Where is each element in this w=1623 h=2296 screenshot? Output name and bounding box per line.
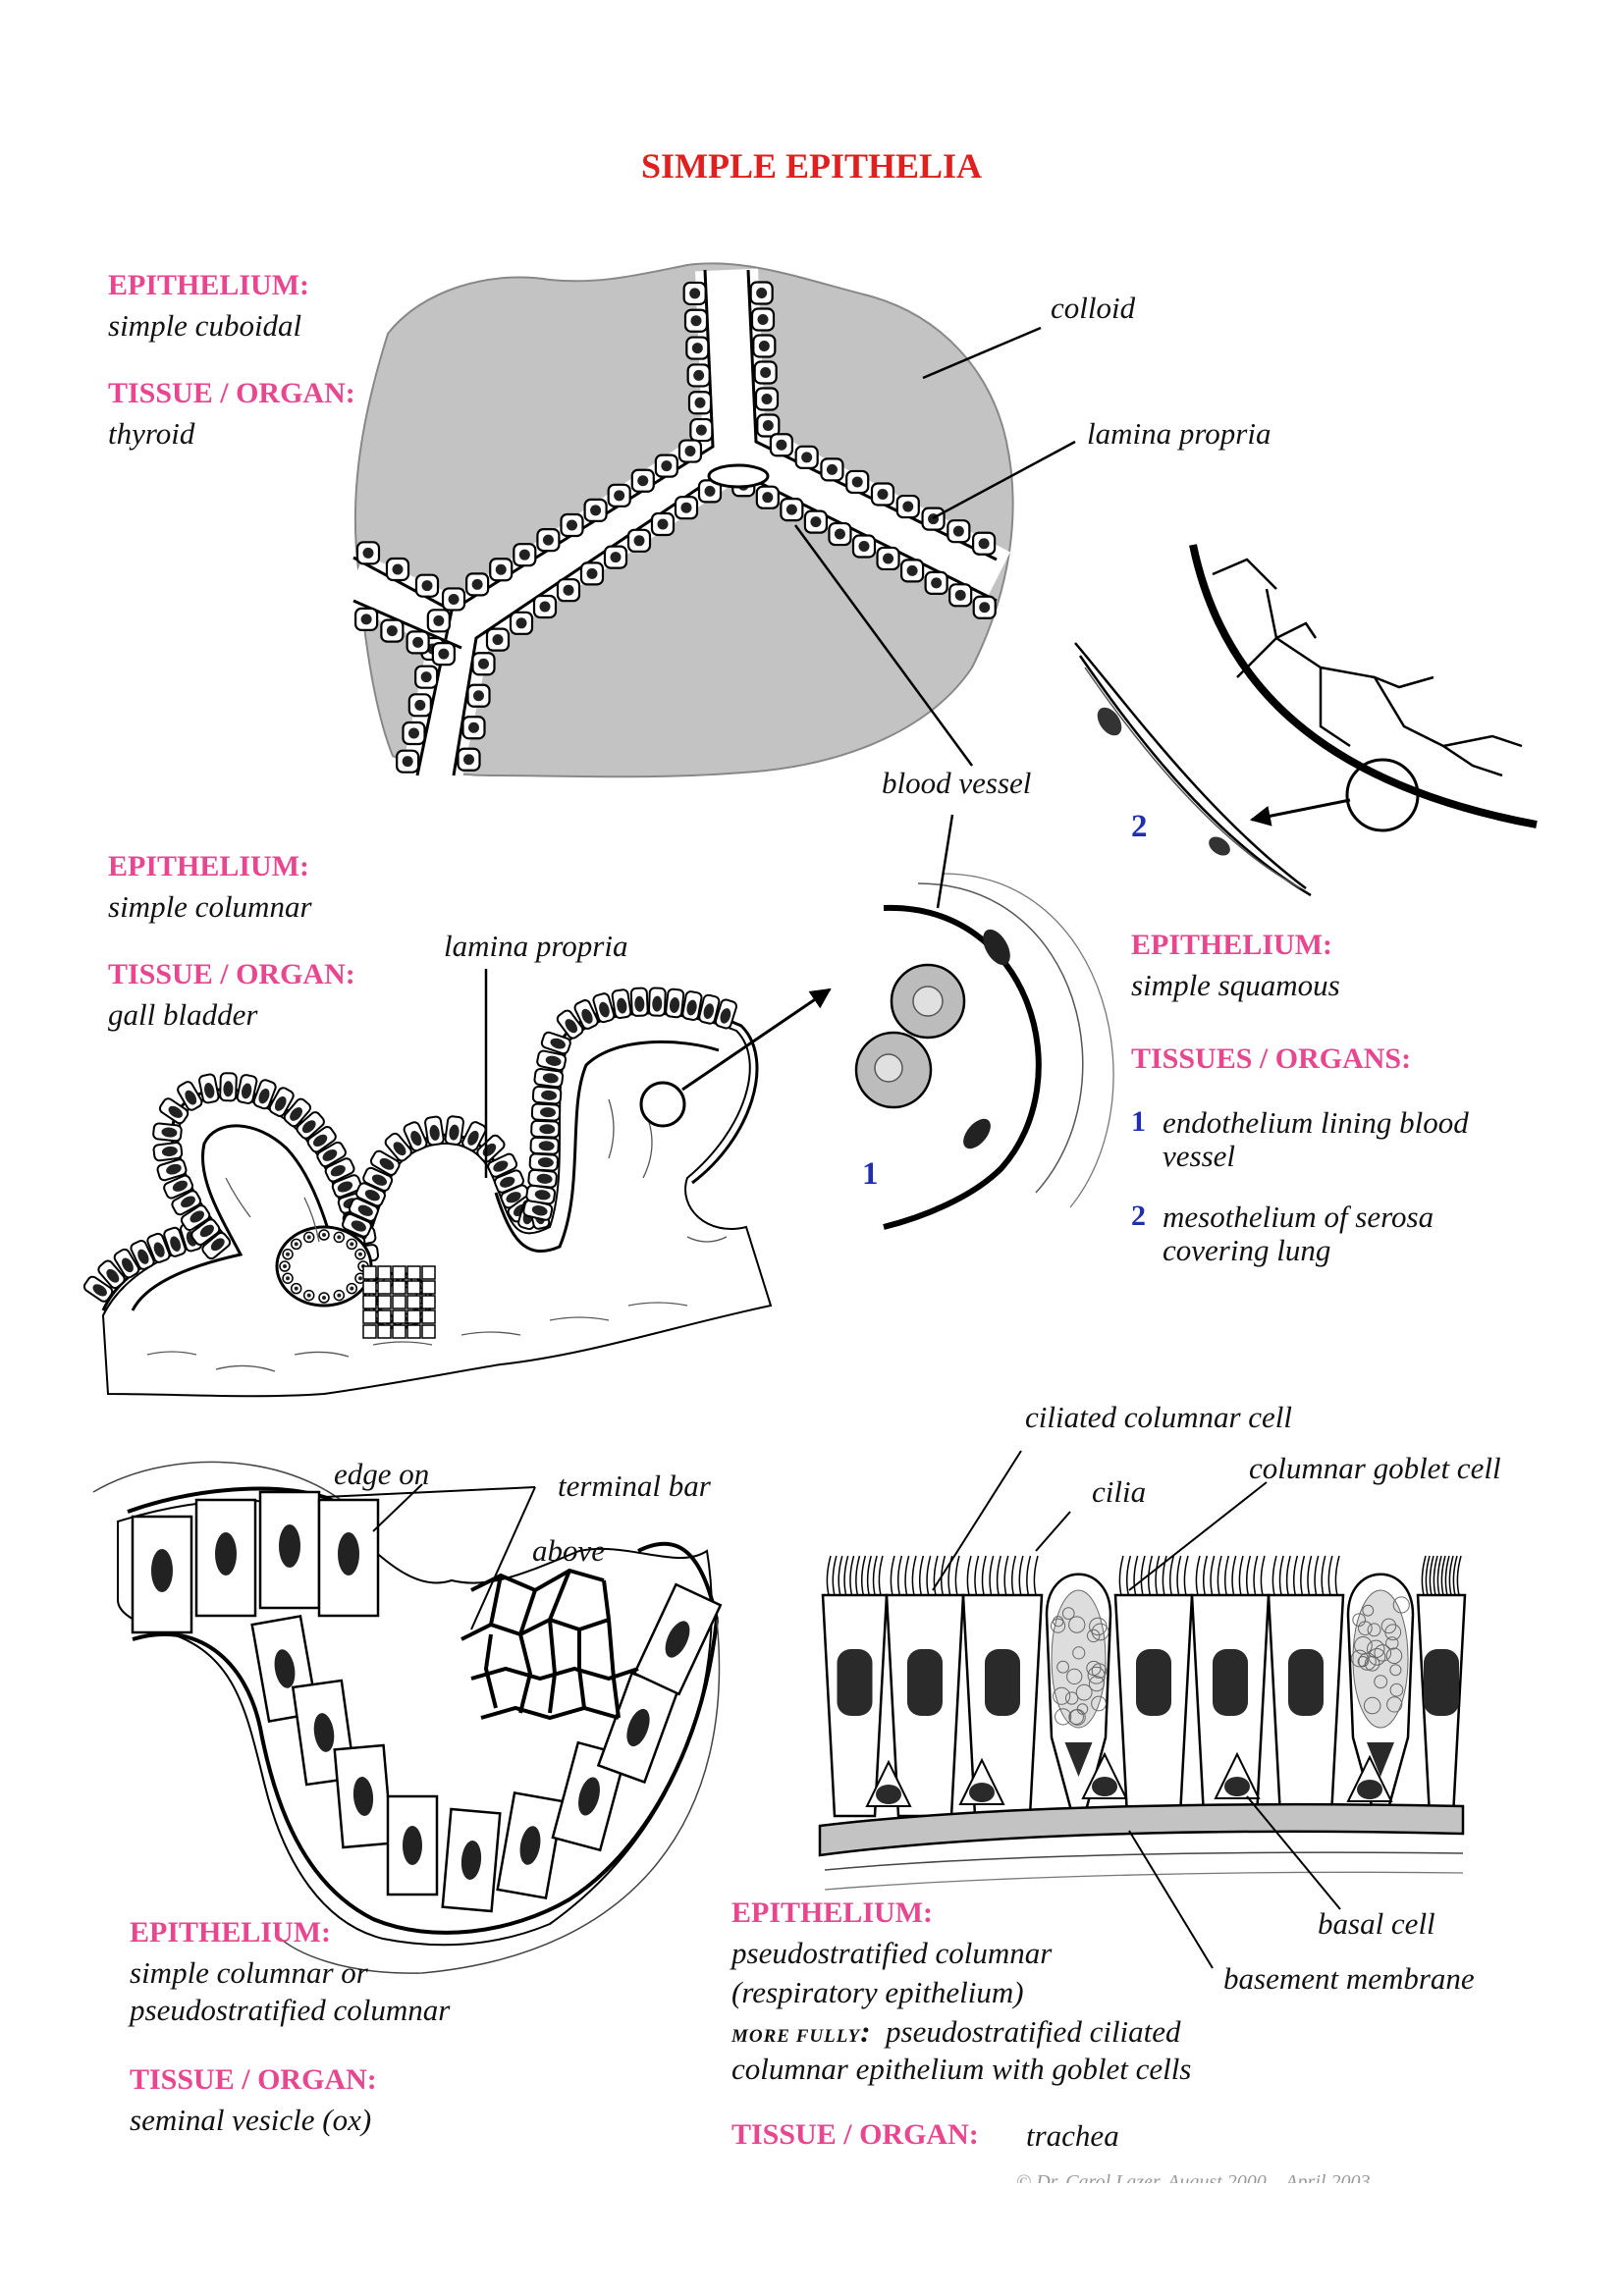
- squamous-item-2-num: 2: [1131, 1200, 1146, 1233]
- marker-2: 2: [1131, 809, 1148, 845]
- thyroid-drawing: [353, 263, 1075, 776]
- squamous-epithelium-value: simple squamous: [1131, 968, 1340, 1003]
- label-thyroid-lamina-propria: lamina propria: [1087, 416, 1271, 452]
- cilia-leader: [1036, 1512, 1070, 1551]
- thyroid-tissue-value: thyroid: [108, 416, 194, 452]
- label-colloid: colloid: [1051, 291, 1135, 326]
- trachea-tissue-value: trachea: [1026, 2118, 1119, 2154]
- gb-tissue-value: gall bladder: [108, 997, 257, 1033]
- trachea-tissue-heading: TISSUE / ORGAN:: [731, 2118, 979, 2152]
- label-ciliated-columnar-cell: ciliated columnar cell: [1025, 1400, 1292, 1435]
- goblet-leader: [1129, 1482, 1267, 1590]
- gall-bladder-drawing: [82, 969, 830, 1396]
- squamous-item-1-line2: vessel: [1163, 1139, 1235, 1174]
- more-fully-colon: :: [860, 2014, 870, 2049]
- vessel-leader: [938, 815, 952, 908]
- copyright-footer: © Dr. Carol Lazer, August 2000 – April 2…: [1016, 2171, 1370, 2183]
- trachea-cells: [823, 1556, 1465, 1816]
- label-basement-membrane: basement membrane: [1223, 1961, 1475, 1997]
- sv-epithelium-line1: simple columnar or: [130, 1955, 368, 1991]
- trachea-more-fully-line2: columnar epithelium with goblet cells: [731, 2052, 1191, 2087]
- squamous-tissue-heading: TISSUES / ORGANS:: [1131, 1042, 1411, 1076]
- label-terminal-bar: terminal bar: [558, 1468, 711, 1504]
- trachea-epithelium-heading: EPITHELIUM:: [731, 1896, 933, 1930]
- gb-tissue-heading: TISSUE / ORGAN:: [108, 958, 355, 991]
- sv-epithelium-line2: pseudostratified columnar: [130, 1993, 450, 2028]
- thyroid-epithelium-value: simple cuboidal: [108, 308, 301, 344]
- trachea-epithelium-line1: pseudostratified columnar: [731, 1936, 1052, 1971]
- label-gb-lamina-propria: lamina propria: [444, 929, 627, 964]
- thyroid-epithelium-heading: EPITHELIUM:: [108, 269, 309, 302]
- label-edge-on: edge on: [334, 1457, 429, 1492]
- gall-bladder-lamina-propria: [103, 1014, 771, 1397]
- more-fully-line1: pseudostratified ciliated: [886, 2014, 1181, 2049]
- gb-epithelium-value: simple columnar: [108, 889, 312, 925]
- page-title: SIMPLE EPITHELIA: [0, 145, 1623, 187]
- label-columnar-goblet-cell: columnar goblet cell: [1249, 1451, 1501, 1486]
- more-fully-label: MORE FULLY: [731, 2026, 860, 2047]
- thyroid-tissue-heading: TISSUE / ORGAN:: [108, 377, 355, 410]
- basement-leader: [1129, 1831, 1213, 1968]
- gb-epithelium-heading: EPITHELIUM:: [108, 850, 309, 883]
- marker-1: 1: [862, 1156, 879, 1193]
- label-cilia: cilia: [1092, 1474, 1146, 1510]
- squamous-item-2-line2: covering lung: [1163, 1233, 1330, 1268]
- sv-tissue-value: seminal vesicle (ox): [130, 2103, 371, 2138]
- label-blood-vessel: blood vessel: [882, 766, 1031, 801]
- ciliated-leader: [933, 1451, 1021, 1590]
- label-basal-cell: basal cell: [1318, 1906, 1435, 1942]
- sv-epithelium-heading: EPITHELIUM:: [130, 1916, 331, 1949]
- trachea-more-fully-line: MORE FULLY: pseudostratified ciliated: [731, 2014, 1181, 2055]
- squamous-item-1-num: 1: [1131, 1105, 1146, 1139]
- label-above: above: [532, 1533, 605, 1569]
- trachea-epithelium-line2: (respiratory epithelium): [731, 1975, 1024, 2010]
- thyroid-blood-vessel: [709, 465, 768, 487]
- trachea-drawing: [820, 1451, 1465, 1968]
- sv-tissue-heading: TISSUE / ORGAN:: [130, 2063, 377, 2097]
- squamous-item-1-line1: endothelium lining blood: [1163, 1105, 1469, 1141]
- endothelium-drawing: [856, 815, 1113, 1227]
- squamous-epithelium-heading: EPITHELIUM:: [1131, 929, 1332, 962]
- seminal-vesicle-drawing: [93, 1462, 721, 1973]
- squamous-item-2-line1: mesothelium of serosa: [1163, 1200, 1434, 1235]
